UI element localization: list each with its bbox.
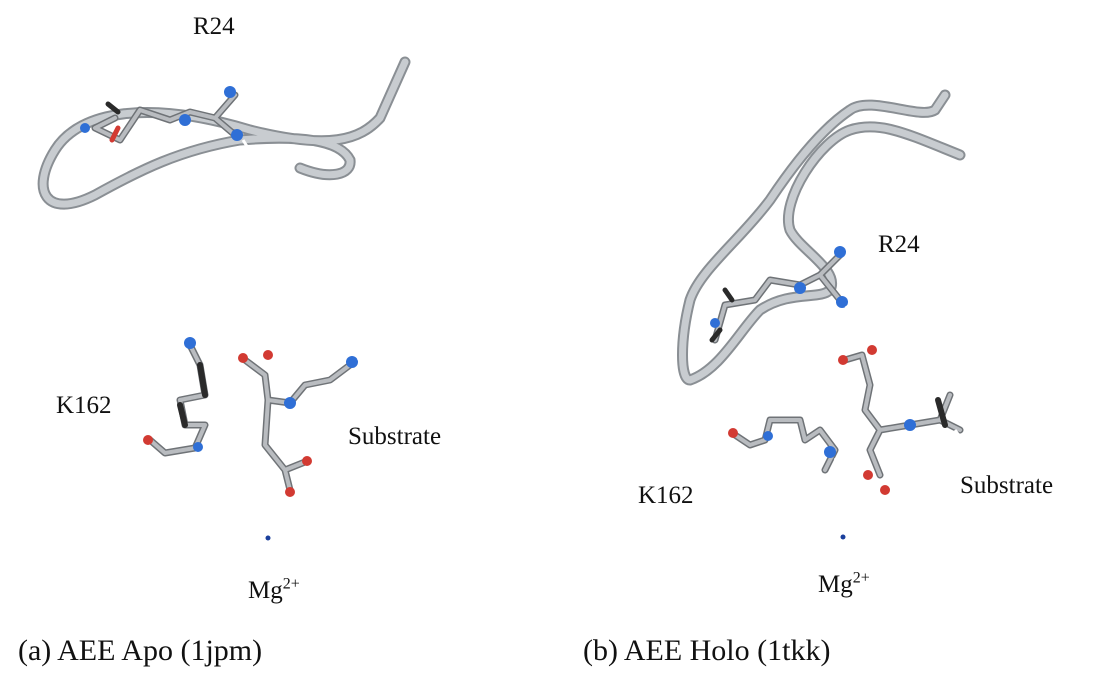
mg-charge: 2+ [852, 569, 870, 587]
mg-charge: 2+ [282, 575, 300, 593]
protein-ribbon [677, 89, 966, 386]
holo-structure-render [677, 89, 966, 540]
label-substrate: Substrate [960, 472, 1054, 499]
label-substrate: Substrate [348, 423, 442, 450]
panel-apo: R24 K162 Substrate Mg2+ (a) AEE Apo (1jp… [18, 13, 442, 667]
mg-base: Mg [818, 571, 853, 598]
mg-ion-apo [265, 535, 271, 541]
label-k162: K162 [56, 392, 112, 419]
k162-sidechain [728, 416, 844, 474]
label-r24: R24 [193, 13, 235, 40]
protein-ribbon [37, 56, 411, 210]
caption-apo: (a) AEE Apo (1jpm) [18, 634, 263, 667]
caption-holo: (b) AEE Holo (1tkk) [583, 634, 831, 667]
panel-holo: R24 K162 Substrate Mg2+ (b) AEE Holo (1t… [550, 0, 1100, 683]
label-mg-ion: Mg2+ [248, 575, 300, 604]
mg-base: Mg [248, 577, 283, 604]
label-k162: K162 [638, 482, 694, 509]
substrate-molecule [238, 350, 372, 497]
substrate-molecule [838, 345, 964, 495]
r24-sidechain [80, 78, 250, 149]
label-r24: R24 [878, 231, 920, 258]
apo-structure-render [37, 56, 411, 541]
k162-sidechain [143, 329, 209, 457]
mg-ion-holo [840, 534, 846, 540]
r24-sidechain [709, 238, 854, 344]
label-mg-ion: Mg2+ [818, 569, 870, 598]
